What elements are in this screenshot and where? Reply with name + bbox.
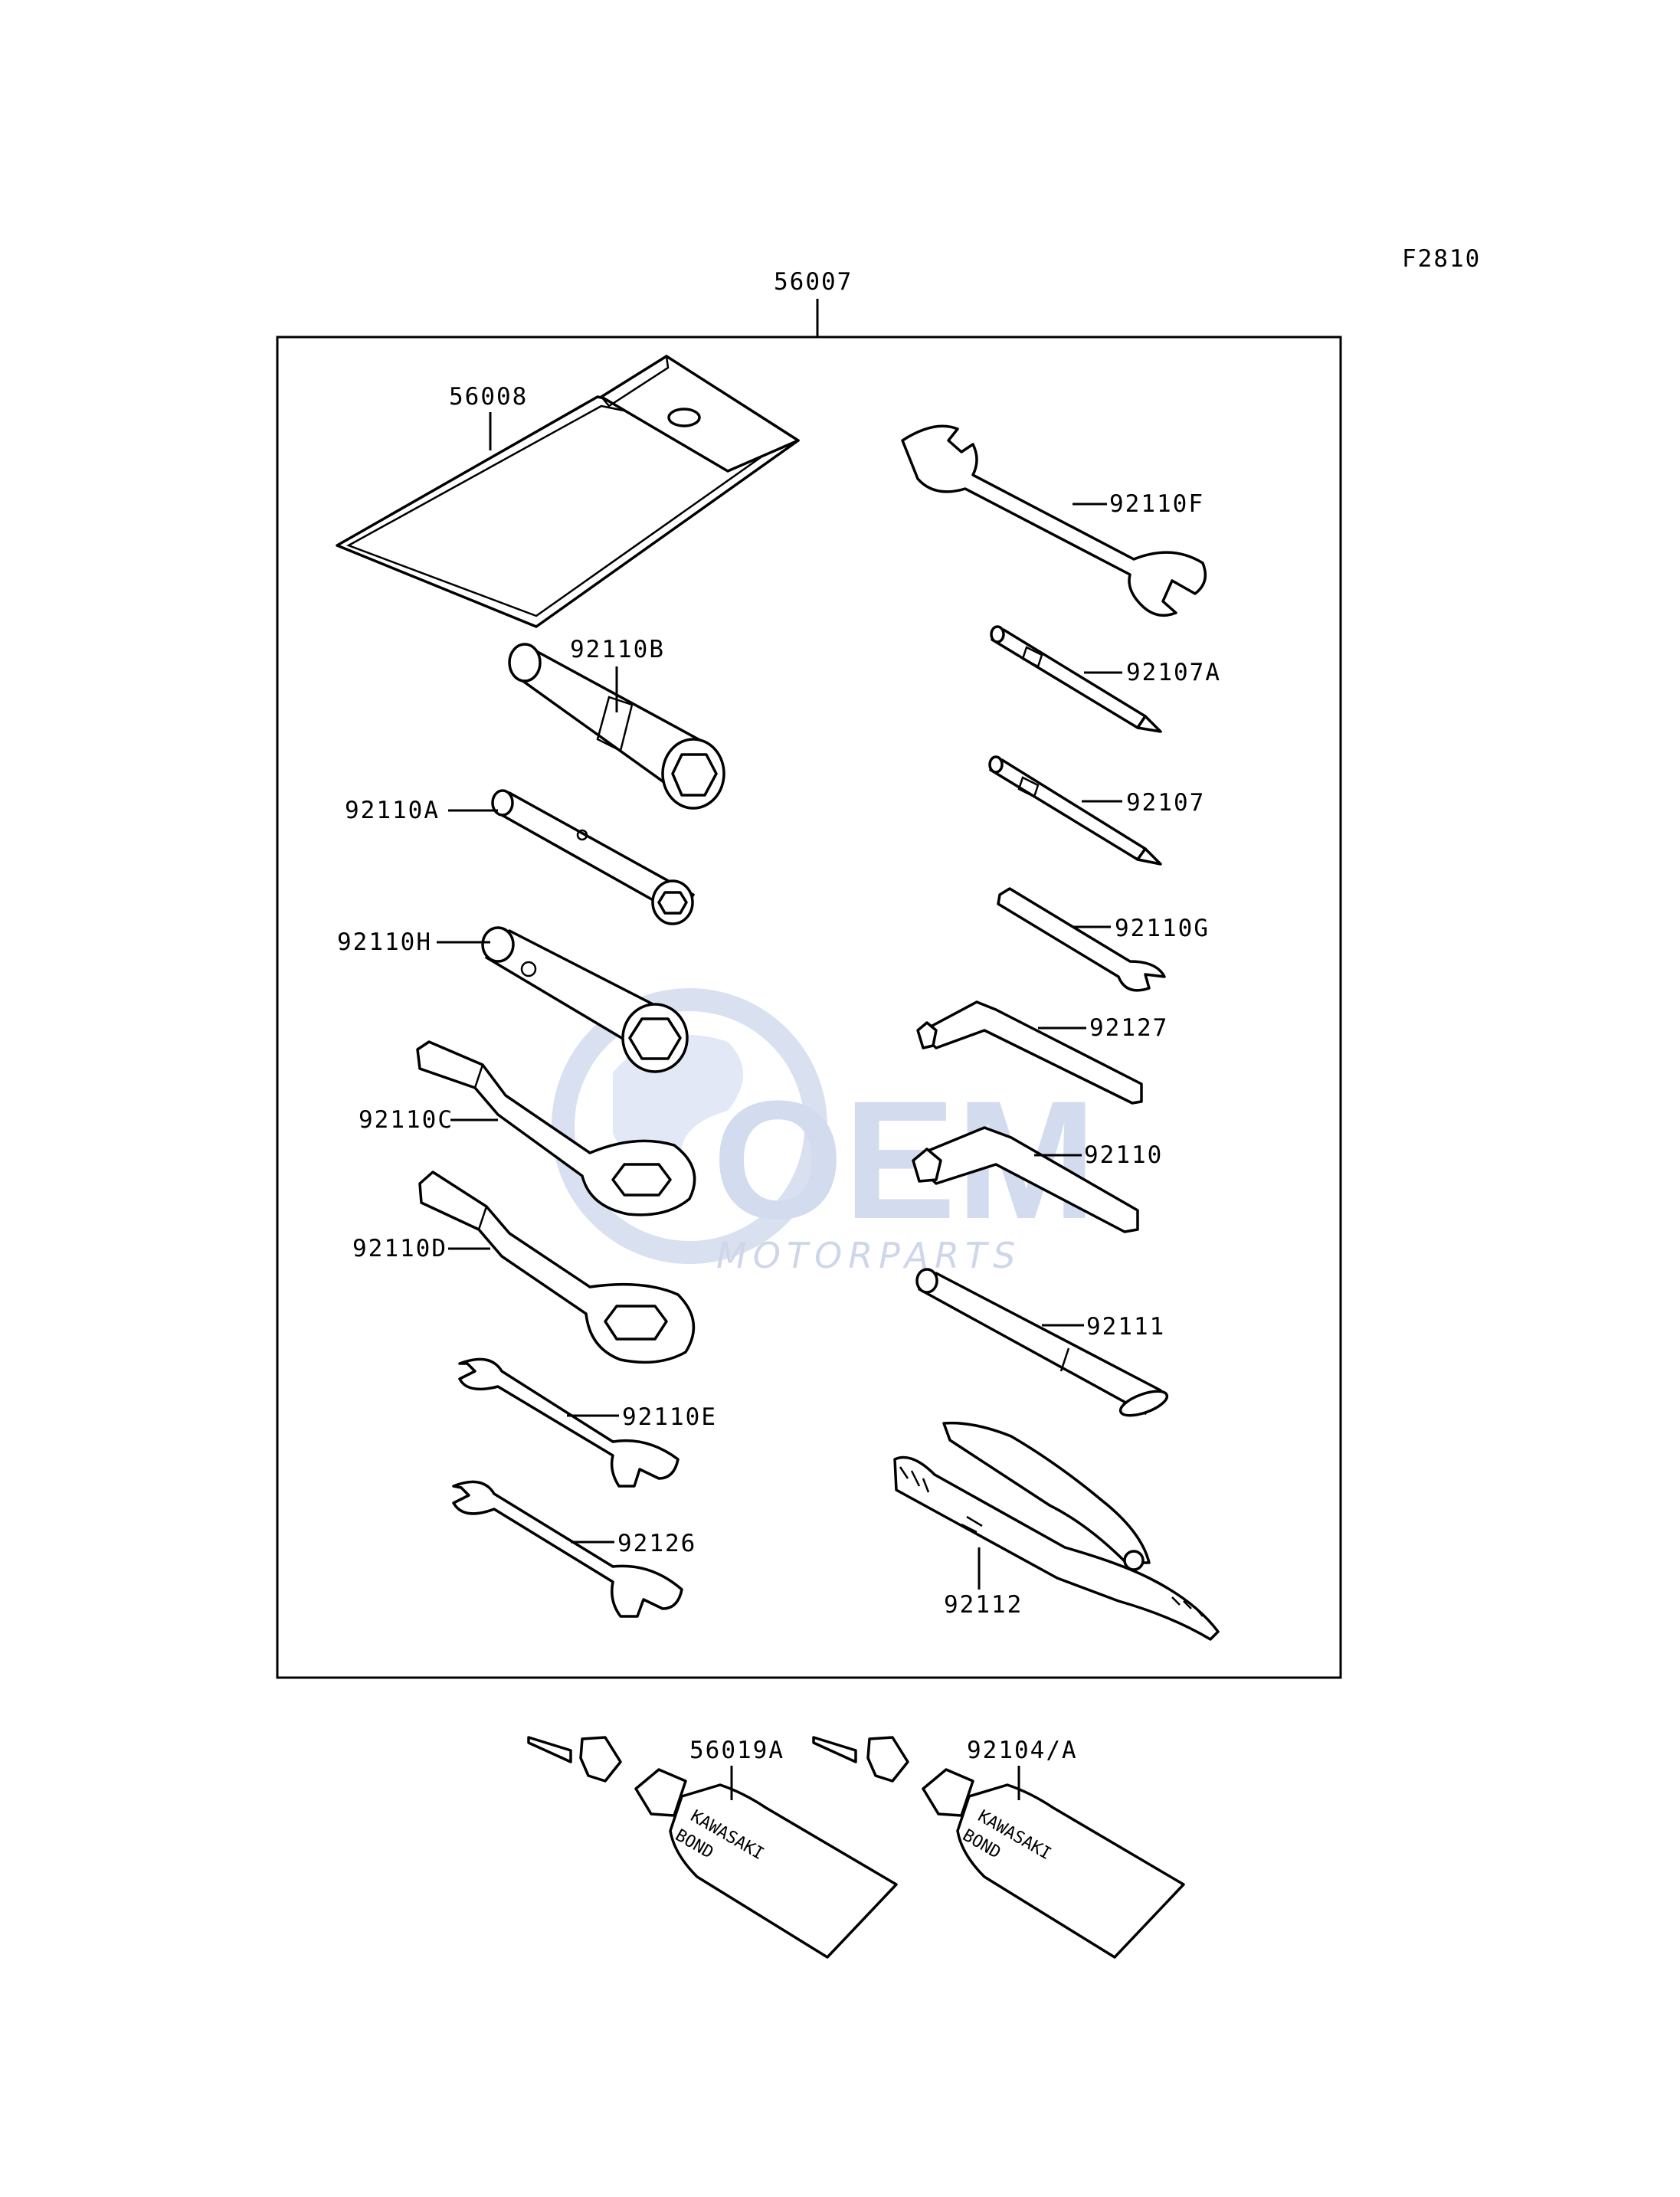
kit-frame — [276, 336, 1342, 1679]
watermark-sub: MOTORPARTS — [716, 1235, 1021, 1276]
label-92110: 92110 — [1084, 1141, 1163, 1169]
label-92104A: 92104/A — [967, 1737, 1078, 1764]
label-92111: 92111 — [1086, 1313, 1165, 1341]
tool-bag-56008 — [336, 354, 800, 628]
screwdriver-92107 — [988, 755, 1162, 866]
label-92126: 92126 — [617, 1530, 696, 1557]
label-92110F: 92110F — [1109, 490, 1204, 518]
label-92110A: 92110A — [345, 797, 440, 824]
label-92127: 92127 — [1089, 1014, 1168, 1042]
label-92107A: 92107A — [1126, 659, 1221, 686]
box-wrench-92110D — [418, 1171, 696, 1364]
wrench-92110G — [997, 887, 1166, 992]
label-92110E: 92110E — [622, 1403, 717, 1431]
label-92112: 92112 — [944, 1591, 1023, 1619]
handle-92111 — [915, 1268, 1169, 1417]
label-56008: 56008 — [449, 383, 528, 411]
label-92110C: 92110C — [359, 1106, 454, 1134]
screwdriver-92107A — [990, 625, 1162, 733]
socket-92110A — [491, 789, 695, 925]
open-wrench-92126 — [452, 1480, 683, 1618]
bond-tube-92104A: KAWASAKI BOND — [812, 1736, 1185, 1959]
label-92110H: 92110H — [337, 928, 432, 956]
kit-label-56007: 56007 — [774, 268, 853, 296]
box-wrench-92110C — [416, 1040, 696, 1216]
hex-key-92127 — [916, 1000, 1143, 1105]
label-56019A: 56019A — [689, 1737, 784, 1764]
label-92110G: 92110G — [1115, 915, 1210, 942]
label-92107: 92107 — [1126, 789, 1205, 817]
socket-92110B — [508, 643, 725, 810]
label-92110D: 92110D — [352, 1235, 447, 1262]
socket-wrench-92110H — [481, 926, 689, 1073]
bond-tube-56019A: KAWASAKI BOND — [527, 1736, 898, 1959]
hex-key-92110 — [912, 1126, 1139, 1233]
pliers-92112 — [893, 1421, 1220, 1641]
open-wrench-92110F — [901, 424, 1207, 617]
label-92110B: 92110B — [570, 636, 665, 663]
figure-code: F2810 — [1402, 245, 1481, 273]
open-wrench-92110E — [458, 1357, 680, 1488]
